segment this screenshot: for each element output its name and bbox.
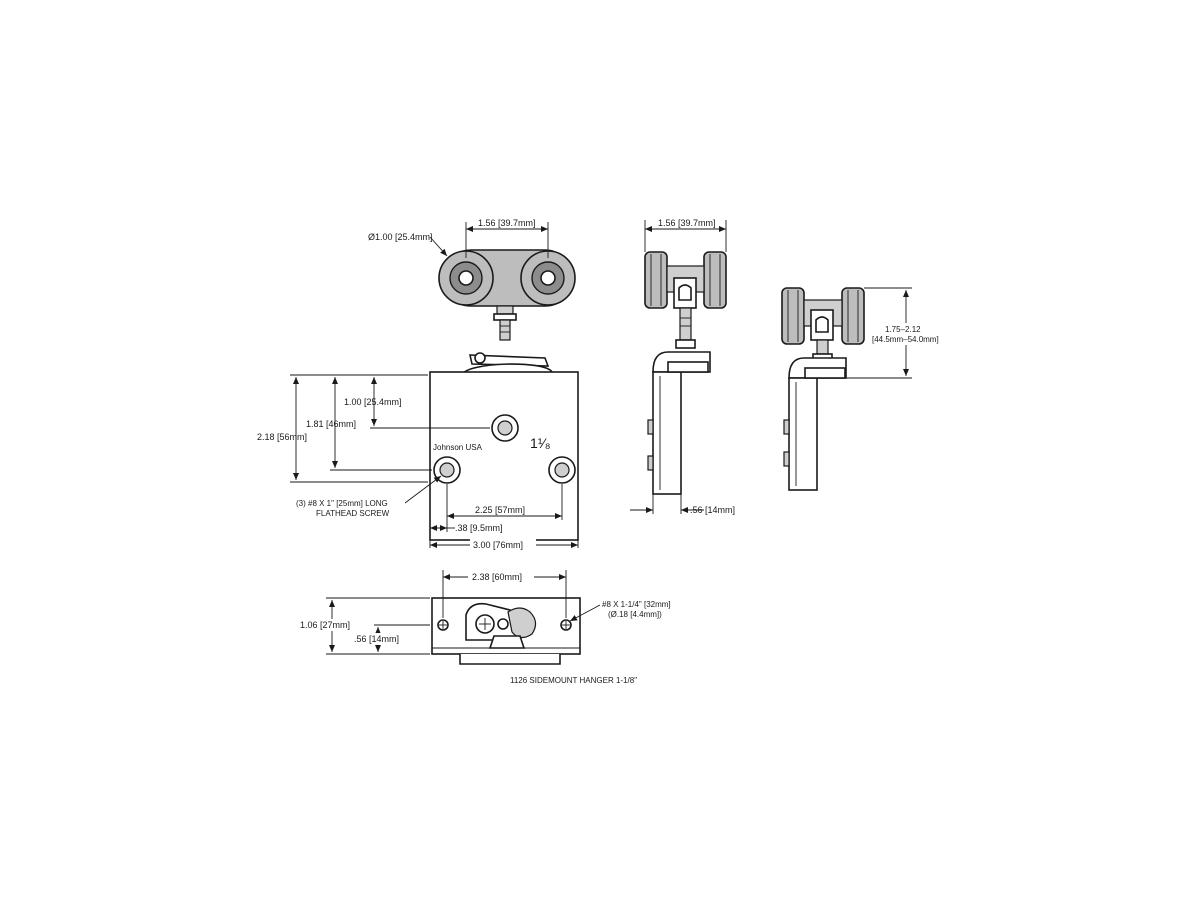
screw-hole-right (548, 456, 576, 484)
screw-hole-left (433, 456, 461, 484)
front-wheels (438, 249, 576, 307)
mounting-plate (429, 371, 579, 541)
top-view: 2.38 [60mm] 1.06 [27mm] .56 [14mm] #8 X … (298, 570, 671, 665)
size-mark: 1¹⁄₈ (530, 435, 551, 451)
dim-plate-width: 3.00 [76mm] (473, 540, 523, 550)
top-clip (465, 602, 537, 649)
top-screw-note-line1: #8 X 1-1/4" [32mm] (602, 600, 671, 609)
front-stem (493, 305, 517, 341)
top-hole-right (560, 619, 572, 631)
drawing-caption: 1126 SIDEMOUNT HANGER 1-1/8" (510, 676, 637, 685)
top-dim-depth: 1.06 [27mm] (300, 620, 350, 630)
side2-bracket (783, 357, 847, 491)
top-screw-note-line2: (Ø.18 [4.4mm]) (608, 610, 662, 619)
side2-wheels (781, 287, 865, 345)
height-range-line1: 1.75–2.12 (885, 325, 921, 334)
top-hole-left (437, 619, 449, 631)
screw-note-line1: (3) #8 X 1" [25mm] LONG (296, 499, 388, 508)
brand-mark: Johnson USA (433, 443, 483, 452)
height-range-line2: [44.5mm–54.0mm] (872, 335, 939, 344)
side-bracket (647, 351, 711, 495)
dim-hole-spacing: 2.25 [57mm] (475, 505, 525, 515)
front-view: Johnson USA 1¹⁄₈ Ø1.00 [25.4mm] 1.56 [39… (257, 218, 579, 550)
side-stem (675, 307, 696, 349)
side-wheel-spacing-label: 1.56 [39.7mm] (658, 218, 716, 228)
side-dim-flange: .56 [14mm] (690, 505, 735, 515)
side-view: 1.56 [39.7mm] .56 [14mm] (630, 218, 735, 515)
center-hole (491, 414, 519, 442)
dim-hole-offset: .38 [9.5mm] (455, 523, 503, 533)
dim-plate-height: 2.18 [56mm] (257, 432, 307, 442)
screw-note-line2: FLATHEAD SCREW (316, 509, 390, 518)
dim-screw-line: 1.81 [46mm] (306, 419, 356, 429)
side-view-2: 1.75–2.12 [44.5mm–54.0mm] (781, 287, 942, 491)
wheel-diameter-label: Ø1.00 [25.4mm] (368, 232, 433, 242)
side-wheels (644, 251, 727, 309)
dim-center-hole: 1.00 [25.4mm] (344, 397, 402, 407)
wheel-spacing-label: 1.56 [39.7mm] (478, 218, 536, 228)
top-dim-flange: .56 [14mm] (354, 634, 399, 644)
top-dim-hole-spacing: 2.38 [60mm] (472, 572, 522, 582)
